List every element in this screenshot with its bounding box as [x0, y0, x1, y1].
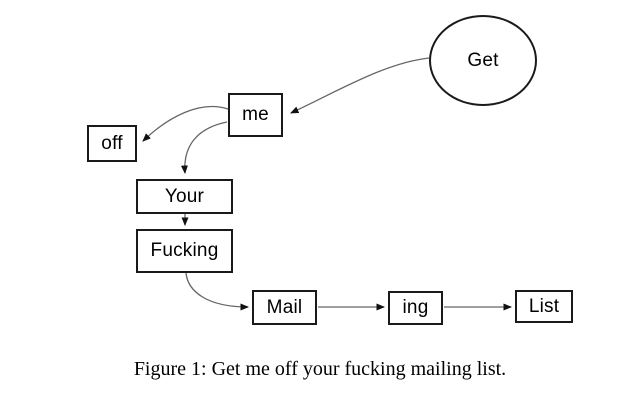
node-ing-label: ing	[402, 297, 429, 318]
edge-fucking-mail	[185, 272, 249, 311]
node-your-label: Your	[164, 185, 205, 207]
node-fucking: Fucking	[136, 229, 233, 273]
node-get-label: Get	[467, 49, 499, 71]
edge-me-off	[142, 105, 229, 142]
figure-caption: Figure 1: Get me off your fucking mailin…	[133, 358, 507, 380]
node-fucking-label: Fucking	[150, 240, 219, 261]
edge-get-me	[290, 57, 430, 114]
node-ing: ing	[388, 291, 443, 325]
node-mail: Mail	[252, 290, 317, 325]
node-me-label: me	[242, 104, 269, 125]
node-get: Get	[429, 15, 537, 106]
node-list: List	[515, 290, 573, 323]
node-off: off	[87, 125, 137, 162]
node-your: Your	[136, 179, 233, 214]
node-list-label: List	[528, 295, 560, 317]
node-me: me	[228, 93, 283, 137]
node-mail-label: Mail	[266, 296, 303, 318]
edge-me-your	[180, 121, 228, 174]
node-off-label: off	[101, 132, 123, 154]
